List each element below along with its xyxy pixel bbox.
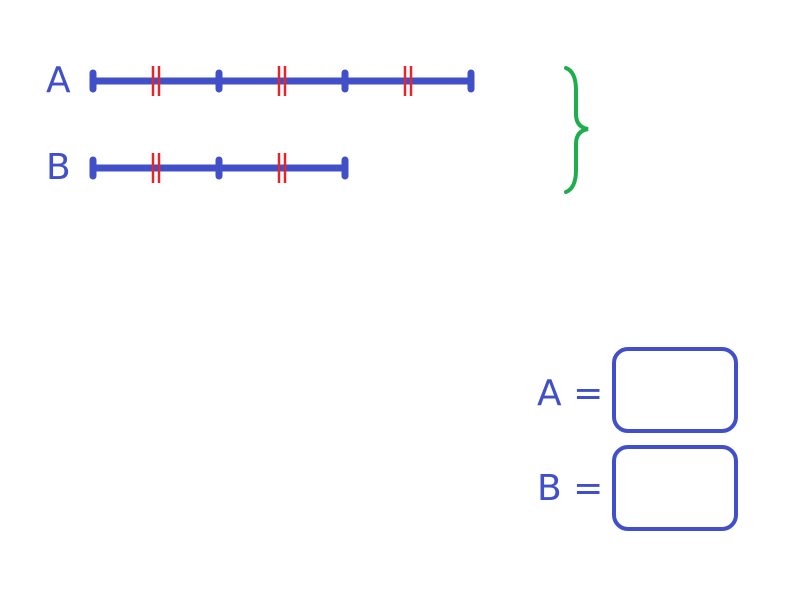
answer-b-prompt: B = [537,471,603,507]
segment-a-label: A [46,60,71,101]
answer-a-equals: = [573,373,604,414]
answer-a-prompt: A = [537,376,603,412]
segment-b-label: B [46,147,71,188]
answer-b-equals: = [573,468,604,509]
right-curly-brace-icon [564,66,589,194]
answer-a-box[interactable] [612,347,738,433]
answer-b-box[interactable] [612,445,738,531]
answer-b-label: B [537,468,562,509]
answer-a-label: A [537,373,562,414]
